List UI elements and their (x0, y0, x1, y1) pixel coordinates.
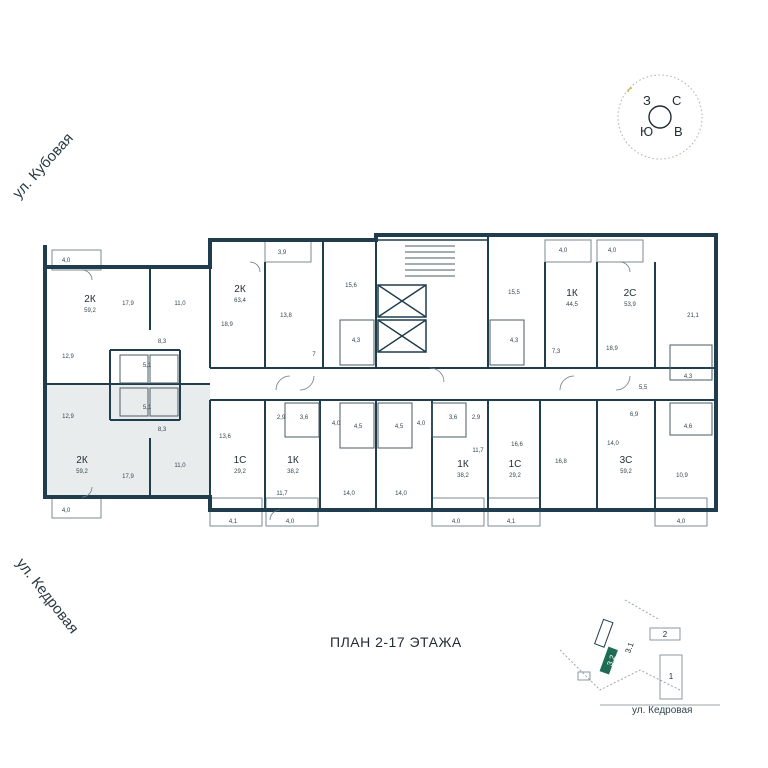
room-area: 3,6 (300, 415, 309, 421)
room-area: 8,3 (158, 427, 167, 433)
apt-label-code: 1К (566, 288, 578, 299)
room-area: 2,9 (472, 415, 481, 421)
room-area: 4,3 (510, 338, 519, 344)
apt-label-area: 59,2 (76, 469, 88, 475)
room-area: 17,9 (122, 301, 134, 307)
apt-label-area: 53,9 (624, 302, 636, 308)
room-area: 14,0 (343, 491, 355, 497)
building-3-2-marker (599, 646, 618, 675)
room-area: 4,3 (684, 374, 693, 380)
room-area: 4,0 (559, 248, 568, 254)
room-area: 4,5 (354, 424, 363, 430)
apt-label-code: 2К (234, 284, 246, 295)
room-area: 4,0 (332, 421, 341, 427)
room-area: 18,9 (221, 322, 233, 328)
room-area: 4,0 (62, 508, 71, 514)
room-area: 5,5 (639, 385, 648, 391)
building-label: 1 (669, 672, 674, 681)
apt-label-code: 2С (624, 288, 637, 299)
room-area: 12,9 (62, 354, 74, 360)
plan-title: ПЛАН 2-17 ЭТАЖА (330, 634, 462, 650)
room-area: 7,3 (552, 349, 561, 355)
room-area: 7 (312, 352, 316, 358)
room-area: 4,1 (229, 519, 238, 525)
room-area: 4,0 (286, 519, 295, 525)
room-area: 11,0 (174, 301, 186, 307)
compass-north-label: С (672, 93, 682, 108)
compass-south-label: Ю (640, 124, 654, 139)
room-area: 10,9 (676, 473, 688, 479)
room-area: 4,5 (395, 424, 404, 430)
apt-label-area: 29,2 (234, 469, 246, 475)
apt-label-area: 59,2 (84, 308, 96, 314)
room-area: 4,0 (608, 248, 617, 254)
site-map-street-label: ул. Кедровая (632, 705, 693, 716)
room-area: 2,9 (277, 415, 286, 421)
apt-label-area: 44,5 (566, 302, 578, 308)
building-label: 3.2 (605, 653, 617, 667)
room-area: 4,0 (677, 519, 686, 525)
room-area: 4,1 (507, 519, 516, 525)
apt-label-code: 1К (287, 455, 299, 466)
room-area: 18,9 (606, 346, 618, 352)
room-area: 14,0 (607, 441, 619, 447)
room-area: 11,7 (276, 491, 288, 497)
room-area: 4,3 (352, 338, 361, 344)
apt-label-area: 38,2 (287, 469, 299, 475)
compass-east-label: В (674, 124, 683, 139)
room-area: 4,6 (684, 424, 693, 430)
apt-label-code: 2К (84, 294, 96, 305)
apt-label-code: 1С (234, 455, 247, 466)
building-label: 3.1 (623, 641, 635, 655)
room-area: 5,1 (143, 363, 152, 369)
room-area: 8,3 (158, 339, 167, 345)
apt-label-area: 59,2 (620, 469, 632, 475)
room-area: 13,8 (280, 313, 292, 319)
apt-label-area: 29,2 (509, 473, 521, 479)
room-area: 3,9 (278, 250, 287, 256)
apt-label-code: 1К (457, 459, 469, 470)
building-label: 2 (663, 630, 668, 639)
room-area: 4,0 (62, 258, 71, 264)
room-area: 14,0 (395, 491, 407, 497)
apt-label-code: 2К (76, 455, 88, 466)
site-map (559, 599, 720, 706)
room-area: 16,6 (511, 442, 523, 448)
room-area: 13,6 (219, 434, 231, 440)
room-area: 11,7 (472, 448, 484, 454)
room-area: 15,6 (345, 283, 357, 289)
room-area: 21,1 (687, 313, 699, 319)
room-area: 3,6 (449, 415, 458, 421)
apt-label-area: 38,2 (457, 473, 469, 479)
compass-west-label: З (643, 93, 651, 108)
room-area: 12,9 (62, 414, 74, 420)
apt-label-code: 1С (509, 459, 522, 470)
room-area: 16,8 (555, 459, 567, 465)
room-area: 15,5 (508, 290, 520, 296)
room-area: 4,0 (417, 421, 426, 427)
room-area: 5,1 (143, 405, 152, 411)
room-area: 17,9 (122, 474, 134, 480)
apt-label-area: 63,4 (234, 298, 246, 304)
room-area: 11,0 (174, 463, 186, 469)
compass-rose (617, 74, 703, 160)
room-area: 4,0 (452, 519, 461, 525)
apt-label-code: 3С (620, 455, 633, 466)
room-area: 6,9 (630, 412, 639, 418)
